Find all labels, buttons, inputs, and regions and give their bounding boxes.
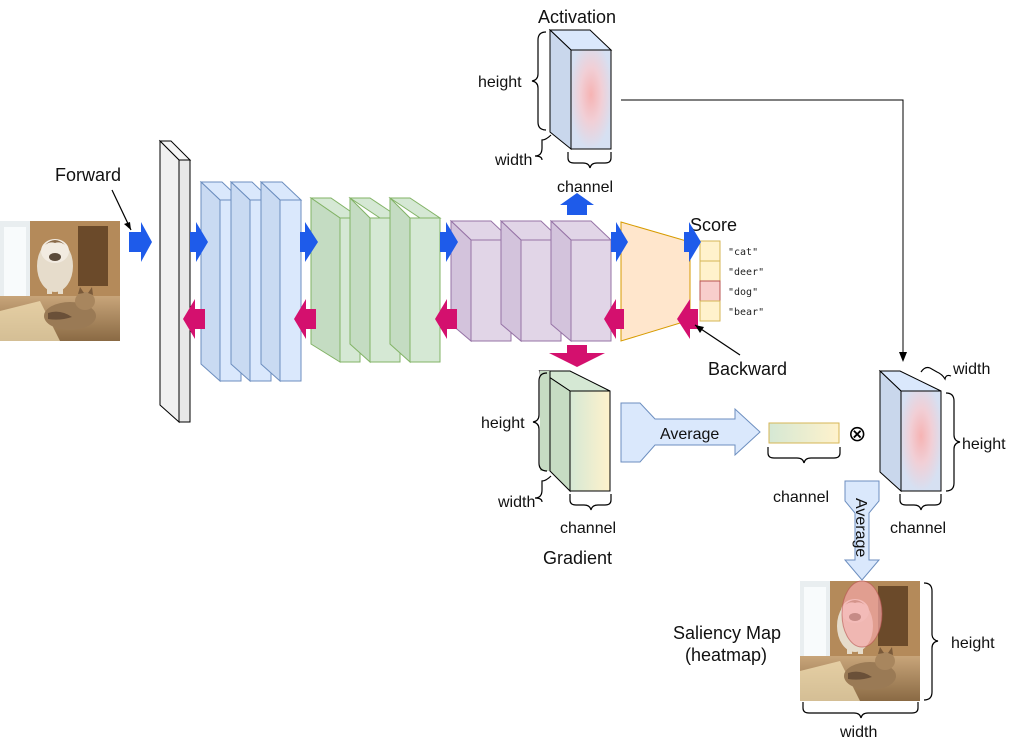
backward-arrow-1 <box>183 299 205 339</box>
backward-arrow-5 <box>677 299 698 339</box>
class-label-dog: "dog" <box>728 287 758 298</box>
activation-2-width-label: width <box>952 361 990 378</box>
conv-layer-3c <box>549 219 613 343</box>
forward-arrow-1 <box>129 222 152 262</box>
vertical-average-arrow <box>843 480 881 581</box>
class-label-bear: "bear" <box>728 307 764 318</box>
score-vector <box>699 240 721 322</box>
average-arrow-label: Average <box>660 426 719 443</box>
gradient-dim-braces <box>532 372 612 511</box>
activation-2-height-label: height <box>962 436 1006 453</box>
saliency-map-image <box>800 580 920 701</box>
activation-width-label: width <box>494 152 532 169</box>
gradient-height-label: height <box>481 415 525 432</box>
score-cell-bear <box>699 300 721 322</box>
conv-block-2 <box>309 196 442 364</box>
forward-pointer <box>111 189 132 231</box>
gradient-title: Gradient <box>543 548 612 568</box>
backward-arrow-4 <box>604 299 624 339</box>
score-label: Score <box>690 215 737 235</box>
forward-arrow-up <box>560 193 594 215</box>
activation-dim-braces <box>531 31 612 169</box>
multiply-symbol: ⊗ <box>848 421 866 446</box>
input-plane <box>158 139 192 424</box>
channel-weights-vector <box>768 422 840 444</box>
gradient-width-label: width <box>497 494 535 511</box>
activation-title: Activation <box>538 7 616 27</box>
score-cell-deer <box>699 260 721 282</box>
conv-block-3 <box>449 219 613 343</box>
saliency-title-line1: Saliency Map <box>673 623 781 643</box>
forward-label: Forward <box>55 165 121 185</box>
backward-arrow-3 <box>435 299 457 339</box>
fully-connected-layer <box>620 221 691 342</box>
forward-arrow-6 <box>684 222 701 262</box>
average-arrow <box>620 402 761 463</box>
conv-layer-2c <box>388 196 442 364</box>
heatmap-overlay <box>841 580 883 648</box>
activation-connector <box>621 99 907 362</box>
forward-arrows <box>129 193 701 262</box>
activation-height-label: height <box>478 74 522 91</box>
conv-layer-1c <box>259 180 303 383</box>
saliency-height-label: height <box>951 635 995 652</box>
backward-pointer <box>694 324 741 356</box>
input-image <box>0 221 120 341</box>
activation-channel-label: channel <box>557 179 613 196</box>
saliency-dim-braces <box>802 582 939 719</box>
class-label-cat: "cat" <box>728 247 758 258</box>
weights-channel-label: channel <box>773 489 829 506</box>
backward-arrow-2 <box>294 299 316 339</box>
activation-tensor <box>548 28 613 151</box>
activation-tensor-2 <box>878 369 942 493</box>
conv-block-1 <box>199 180 303 383</box>
gradient-tensor <box>538 369 611 493</box>
score-cell-dog <box>699 280 721 302</box>
backward-arrow-down <box>549 345 605 367</box>
forward-arrow-5 <box>611 222 628 262</box>
activation-2-dim-braces <box>899 366 961 511</box>
vertical-average-label: Average <box>852 498 869 557</box>
activation-2-channel-label: channel <box>890 520 946 537</box>
backward-label: Backward <box>708 359 787 379</box>
saliency-width-label: width <box>839 724 877 741</box>
class-label-deer: "deer" <box>728 267 764 278</box>
gradient-channel-label: channel <box>560 520 616 537</box>
saliency-title-line2: (heatmap) <box>685 645 767 665</box>
forward-arrow-2 <box>190 222 208 262</box>
forward-arrow-3 <box>300 222 318 262</box>
backward-arrows <box>183 299 698 367</box>
score-cell-cat <box>699 240 721 262</box>
forward-arrow-4 <box>440 222 458 262</box>
weights-channel-brace <box>767 447 841 464</box>
